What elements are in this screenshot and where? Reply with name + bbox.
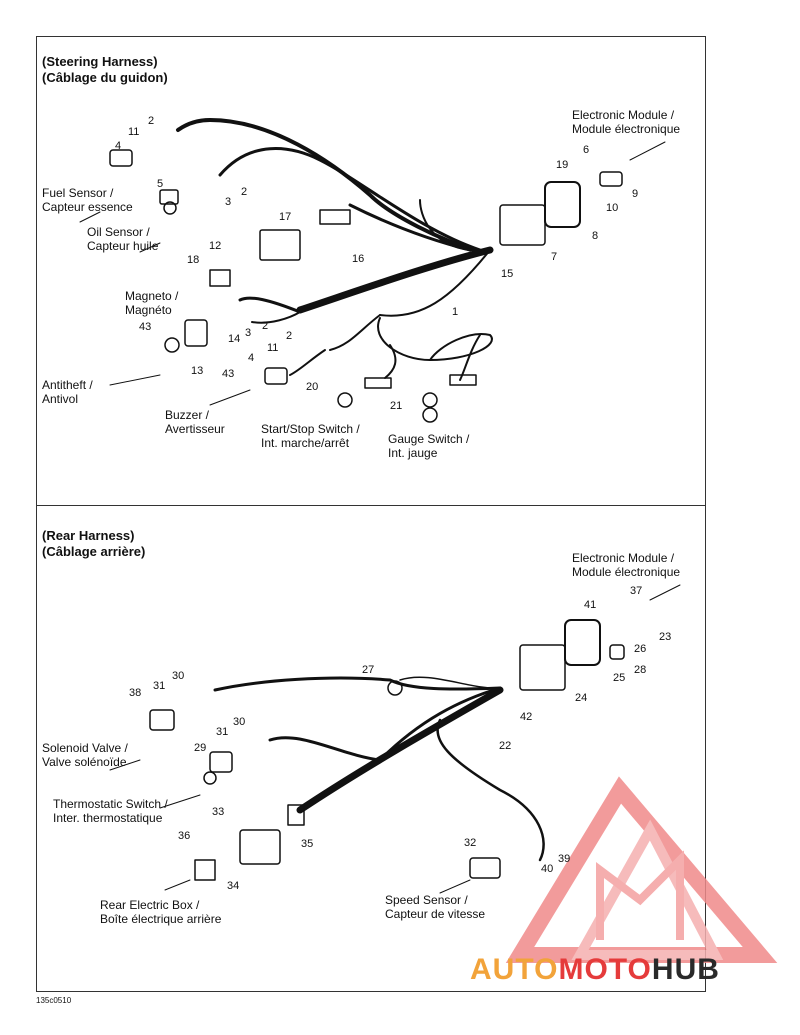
callout-2: 2 [286,330,293,342]
callout-29: 29 [194,742,207,754]
callout-33: 33 [212,806,225,818]
callout-8: 8 [592,230,599,242]
label-electronic-module-en: Electronic Module / [572,108,675,122]
callout-41: 41 [584,599,597,611]
callout-38: 38 [129,687,142,699]
callout-10: 10 [606,202,619,214]
label-rear-box-fr: Boîte électrique arrière [100,912,222,926]
callout-27: 27 [362,664,375,676]
label-gauge-switch-fr: Int. jauge [388,446,438,460]
callout-6: 6 [583,144,590,156]
label-thermostatic-en: Thermostatic Switch / [53,797,168,811]
callout-15: 15 [501,268,514,280]
callout-9: 9 [632,188,639,200]
callout-31: 31 [216,726,229,738]
label-start-stop-en: Start/Stop Switch / [261,422,360,436]
callout-4: 4 [115,140,122,152]
callout-17: 17 [279,211,292,223]
watermark-auto: AUTO [470,953,559,986]
label-solenoid-fr: Valve solénoïde [42,755,127,769]
label-electronic-module-fr: Module électronique [572,565,681,579]
callout-1: 1 [452,306,459,318]
callout-13: 13 [191,365,204,377]
callout-22: 22 [499,740,512,752]
callout-43: 43 [139,321,152,333]
callout-37: 37 [630,585,643,597]
callout-4: 4 [248,352,255,364]
callout-20: 20 [306,381,319,393]
watermark-hub: HUB [651,953,720,986]
label-speed-sensor-en: Speed Sensor / [385,893,468,907]
callout-30: 30 [233,716,246,728]
callout-28: 28 [634,664,647,676]
label-magneto-fr: Magnéto [125,303,172,317]
watermark-text: AUTOMOTOHUB [470,953,720,987]
figure-code: 135c0510 [36,996,72,1005]
label-electronic-module-fr: Module électronique [572,122,681,136]
callout-26: 26 [634,643,647,655]
callout-14: 14 [228,333,241,345]
callout-19: 19 [556,159,569,171]
callout-32: 32 [464,837,477,849]
steering-title-fr: (Câblage du guidon) [42,70,168,85]
callout-43: 43 [222,368,235,380]
callout-2: 2 [262,320,269,332]
label-fuel-sensor-en: Fuel Sensor / [42,186,114,200]
callout-18: 18 [187,254,200,266]
label-electronic-module-en: Electronic Module / [572,551,675,565]
label-solenoid-en: Solenoid Valve / [42,741,128,755]
callout-11: 11 [128,126,140,138]
callout-21: 21 [390,400,403,412]
label-oil-sensor-en: Oil Sensor / [87,225,150,239]
label-gauge-switch-en: Gauge Switch / [388,432,470,446]
label-antitheft-en: Antitheft / [42,378,93,392]
diagram-frame [36,36,706,992]
callout-30: 30 [172,670,185,682]
callout-11: 11 [267,342,279,354]
section-divider [36,505,706,506]
steering-title-en: (Steering Harness) [42,54,158,69]
label-fuel-sensor-fr: Capteur essence [42,200,133,214]
callout-25: 25 [613,672,626,684]
callout-12: 12 [209,240,222,252]
label-thermostatic-fr: Inter. thermostatique [53,811,163,825]
label-magneto-en: Magneto / [125,289,179,303]
callout-36: 36 [178,830,191,842]
callout-35: 35 [301,838,314,850]
callout-2: 2 [241,186,248,198]
callout-5: 5 [157,178,164,190]
watermark-logo [505,776,778,963]
callout-24: 24 [575,692,588,704]
callout-34: 34 [227,880,240,892]
rear-title-fr: (Câblage arrière) [42,544,146,559]
label-antitheft-fr: Antivol [42,392,79,406]
callout-3: 3 [225,196,232,208]
rear-title-en: (Rear Harness) [42,528,135,543]
callout-39: 39 [558,853,571,865]
callout-7: 7 [551,251,558,263]
callout-3: 3 [245,327,252,339]
label-buzzer-fr: Avertisseur [165,422,225,436]
label-start-stop-fr: Int. marche/arrêt [261,436,350,450]
label-oil-sensor-fr: Capteur huile [87,239,159,253]
watermark-moto: MOTO [558,953,652,986]
callout-42: 42 [520,711,533,723]
callout-31: 31 [153,680,166,692]
label-rear-box-en: Rear Electric Box / [100,898,200,912]
callout-2: 2 [148,115,155,127]
callout-23: 23 [659,631,672,643]
label-speed-sensor-fr: Capteur de vitesse [385,907,486,921]
callout-16: 16 [352,253,365,265]
label-buzzer-en: Buzzer / [165,408,210,422]
callout-40: 40 [541,863,554,875]
